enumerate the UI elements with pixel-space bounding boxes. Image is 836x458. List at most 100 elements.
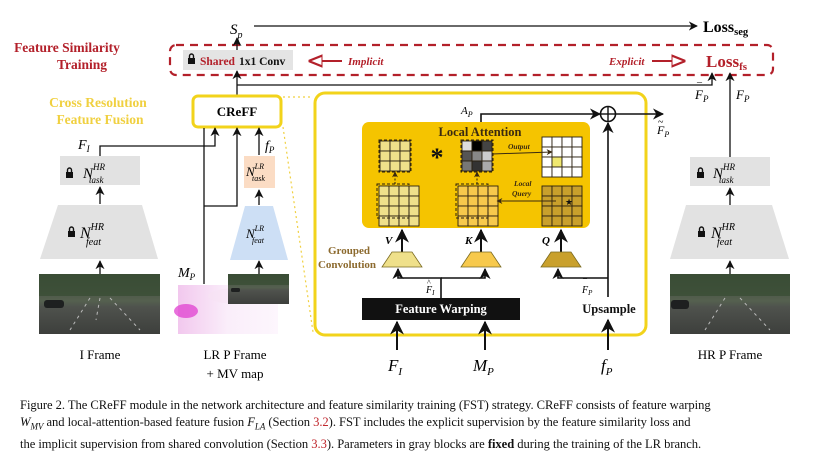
caption-line-1: Figure 2. The CReFF module in the networ… bbox=[20, 397, 820, 414]
output-grid bbox=[541, 136, 583, 178]
value-window-outline bbox=[376, 183, 410, 219]
creff-title-line1: Cross Resolution bbox=[49, 95, 147, 110]
fi-input-label: FI bbox=[387, 356, 403, 378]
value-map-grid bbox=[378, 185, 420, 227]
n-feat-hr-right bbox=[670, 205, 789, 259]
lock-icon bbox=[697, 167, 704, 178]
k-label: K bbox=[464, 235, 473, 247]
fi-hat-label: FI bbox=[425, 285, 435, 297]
convolution-star: * bbox=[431, 143, 444, 172]
loss-fs-label: Lossfs bbox=[706, 52, 748, 73]
feature-warping-block[interactable] bbox=[362, 298, 520, 320]
creff-label: CReFF bbox=[217, 104, 257, 119]
caption-text: during the training of the LR branch. bbox=[514, 436, 702, 451]
fp-input-label: fP bbox=[601, 356, 613, 378]
grouped-conv-v bbox=[381, 251, 423, 268]
section-ref-link[interactable]: 3.3 bbox=[311, 436, 327, 451]
fi-label-left: FI bbox=[77, 138, 91, 154]
upsample-to-q-arrow bbox=[552, 267, 608, 280]
local-query-label-line1: Local bbox=[513, 179, 532, 188]
caption-text: (Section bbox=[265, 415, 314, 429]
lr-p-frame-label-line2: + MV map bbox=[207, 366, 264, 381]
fp-tilde-mark: ~ bbox=[658, 117, 664, 128]
caption-text: ). Parameters in gray blocks are bbox=[326, 436, 488, 451]
fp-small-label: fP bbox=[265, 139, 275, 155]
local-query-label-line2: Query bbox=[512, 189, 532, 198]
warp-to-k-arrow bbox=[441, 267, 491, 280]
output-label: Output bbox=[508, 142, 531, 151]
fi-to-creff-arrow bbox=[99, 127, 220, 157]
lock-icon bbox=[68, 226, 75, 237]
upsample-label: Upsample bbox=[582, 302, 636, 316]
attention-weights-grid bbox=[460, 139, 494, 173]
query-map-grid bbox=[541, 185, 583, 227]
q-label: Q bbox=[542, 235, 550, 247]
fp-label-right: FP bbox=[735, 87, 750, 104]
output-arrow bbox=[491, 149, 553, 156]
fp-bar-tilde: ¯ bbox=[696, 82, 703, 93]
n-task-hr-right bbox=[690, 157, 770, 186]
grouped-conv-q bbox=[540, 251, 582, 268]
fp-bar-q-mark: ¯ bbox=[582, 278, 588, 287]
attention-grids: ★ bbox=[376, 136, 583, 227]
mp-input-label: MP bbox=[472, 356, 494, 378]
n-task-hr-left bbox=[60, 156, 140, 185]
lock-icon bbox=[698, 226, 705, 237]
caption-bold: fixed bbox=[487, 436, 515, 451]
explicit-label: Explicit bbox=[608, 56, 645, 68]
query-star-icon: ★ bbox=[565, 197, 573, 207]
shared-conv-block bbox=[183, 50, 293, 70]
value-window-grid bbox=[378, 139, 412, 173]
fst-title-line1: Feature Similarity bbox=[14, 40, 120, 55]
n-feat-lr bbox=[230, 206, 288, 260]
caption-text: ). FST includes the explicit supervision… bbox=[328, 415, 691, 429]
lock-icon bbox=[66, 167, 73, 178]
caption-text: and local-attention-based feature fusion bbox=[43, 415, 248, 429]
caption-line-2: WMV and local-attention-based feature fu… bbox=[20, 414, 820, 436]
section-ref-link[interactable]: 3.2 bbox=[313, 415, 329, 429]
architecture-diagram: Feature Similarity Training Cross Resolu… bbox=[14, 19, 790, 381]
figure-caption: Figure 2. The CReFF module in the networ… bbox=[20, 397, 820, 453]
fp-bar-label: FP bbox=[694, 87, 709, 104]
local-attention-title: Local Attention bbox=[439, 125, 522, 139]
caption-text: Figure 2. The CReFF module in the networ… bbox=[20, 398, 711, 412]
caption-text: the implicit supervision from shared con… bbox=[20, 436, 312, 451]
fst-title-line2: Training bbox=[57, 57, 107, 72]
sp-label: Sp bbox=[230, 22, 243, 41]
v-label: V bbox=[385, 235, 394, 247]
sum-icon bbox=[599, 105, 617, 123]
grouped-conv-k bbox=[460, 251, 502, 268]
creff-block[interactable] bbox=[191, 94, 283, 129]
warping-symbol: WMV bbox=[20, 415, 44, 432]
creff-title-line2: Feature Fusion bbox=[56, 112, 144, 127]
caption-line-3: the implicit supervision from shared con… bbox=[20, 436, 820, 453]
hr-p-frame-image bbox=[670, 274, 790, 334]
i-frame-label: I Frame bbox=[80, 347, 121, 362]
lr-p-frame-image bbox=[228, 274, 289, 304]
lr-p-frame-label-line1: LR P Frame bbox=[203, 347, 266, 362]
fp-tilde-label: FP bbox=[656, 123, 669, 139]
fusion-symbol: FLA bbox=[247, 415, 266, 432]
grouped-conv-label-line1: Grouped bbox=[328, 245, 370, 257]
fst-dashed-box bbox=[168, 43, 775, 77]
feature-warping-label: Feature Warping bbox=[395, 302, 487, 316]
i-frame-image bbox=[39, 274, 160, 334]
mp-label-left: MP bbox=[177, 266, 196, 282]
implicit-label: Implicit bbox=[347, 56, 384, 68]
key-window-outline bbox=[455, 183, 489, 219]
ap-label: AP bbox=[460, 105, 473, 119]
fi-hat-mark: ^ bbox=[427, 278, 431, 287]
ap-to-sum-arrow bbox=[480, 108, 602, 123]
fp-bar-to-loss-arrow bbox=[237, 72, 717, 86]
n-task-lr bbox=[244, 156, 275, 188]
key-map-grid bbox=[457, 185, 499, 227]
loss-seg-label: Lossseg bbox=[703, 19, 749, 38]
lock-icon bbox=[188, 53, 195, 64]
grouped-conv-label-line2: Convolution bbox=[318, 259, 376, 271]
